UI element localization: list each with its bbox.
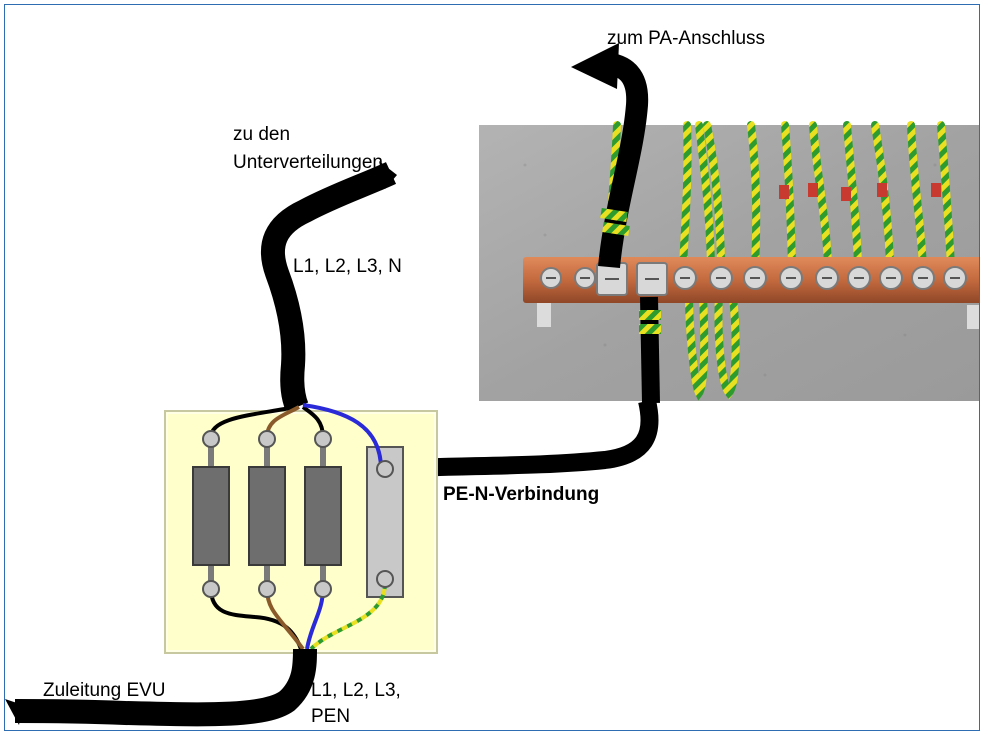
label-subdistribution-line2: Unterverteilungen (233, 152, 383, 173)
wall-texture (523, 163, 937, 377)
fuse-l3 (304, 466, 342, 566)
mount-post-right (967, 305, 979, 329)
cable-to-subdistribution (260, 161, 397, 412)
label-phases-outgoing: L1, L2, L3, N (293, 256, 402, 277)
cable-marking-pa (600, 208, 630, 236)
cable-supply-evu (5, 648, 317, 727)
label-pa-connection: zum PA-Anschluss (607, 28, 766, 49)
cable-pen-to-busbar (386, 296, 661, 478)
fuse-l2 (248, 466, 286, 566)
label-phases-incoming-line1: L1, L2, L3, (311, 680, 401, 701)
diagram-frame: zum PA-Anschluss zu den Unterverteilunge… (4, 4, 980, 731)
terminal-screws (202, 430, 394, 598)
label-supply-evu: Zuleitung EVU (43, 680, 166, 701)
cable-to-pa (571, 43, 649, 269)
distribution-board (164, 403, 438, 654)
mount-post-left (537, 301, 551, 327)
label-pen-connection: PE-N-Verbindung (443, 484, 600, 505)
arrow-head-pa (571, 43, 619, 89)
label-subdistribution-line1: zu den (233, 124, 291, 145)
busbar-photo (479, 121, 979, 405)
label-phases-incoming-line2: PEN (311, 706, 351, 727)
fuse-l1 (192, 466, 230, 566)
wire-tags (779, 183, 941, 201)
wiring-diagram (5, 43, 979, 727)
fuse-carriers (192, 435, 342, 591)
